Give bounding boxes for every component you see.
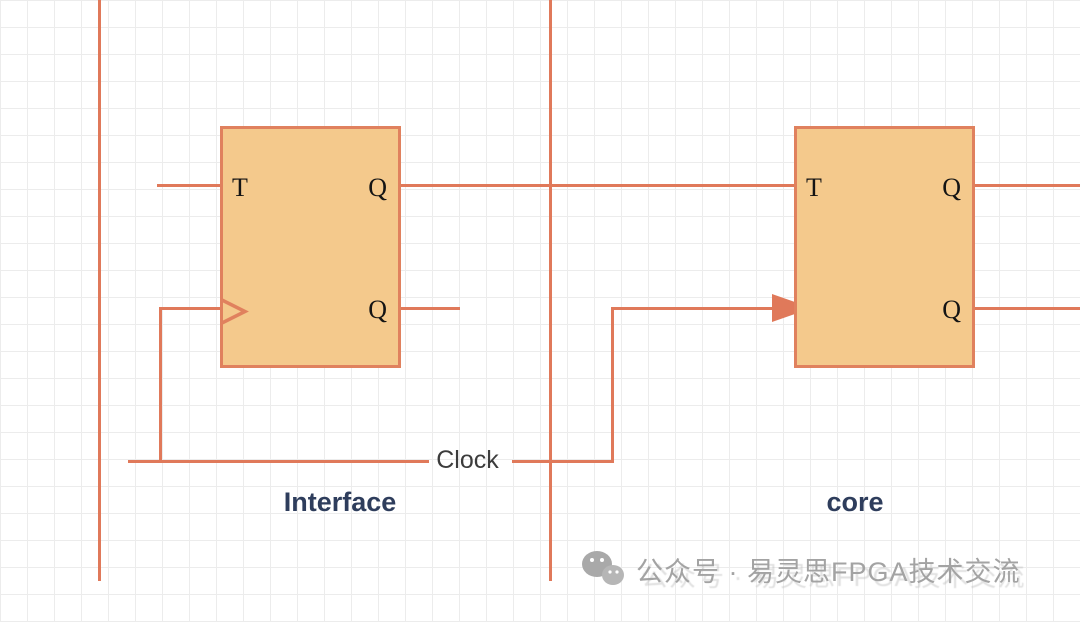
wire-clock-bottom-right-segment [512, 460, 614, 463]
wire-clock-vertical-right [611, 307, 614, 463]
watermark-text: 公众号 · 易灵思FPGA技术交流 [636, 556, 1021, 587]
flipflop-interface: T Q Q [220, 126, 401, 368]
pin-label-q-bottom: Q [942, 295, 961, 324]
wire-clock-into-left-ff [159, 307, 220, 310]
pin-label-t: T [806, 173, 822, 202]
watermark: 公众号 · 易灵思FPGA技术交流 [580, 548, 1021, 590]
clock-input-chevron-icon [221, 298, 249, 325]
pin-label-q-top: Q [368, 173, 387, 202]
wire-t-input-left-ff [157, 184, 220, 187]
pin-label-q-top: Q [942, 173, 961, 202]
wechat-icon [582, 551, 624, 585]
wire-clock-vertical-left [159, 307, 162, 463]
vertical-line-middle [549, 0, 552, 581]
wire-q-output-top-right-ff [975, 184, 1080, 187]
wire-q-output-bottom-right-ff [975, 307, 1080, 310]
flipflop-core: T Q Q [794, 126, 975, 368]
wire-q-left-to-t-right [400, 184, 795, 187]
caption-core: core [826, 487, 884, 517]
wire-clock-into-right-ff [611, 307, 775, 310]
caption-interface: Interface [283, 487, 397, 517]
clock-net-label: Clock [436, 446, 499, 474]
wire-qbar-stub-left-ff [400, 307, 460, 310]
vertical-line-left [98, 0, 101, 581]
pin-label-t: T [232, 173, 248, 202]
pin-label-q-bottom: Q [368, 295, 387, 324]
wire-clock-bottom-left-segment [128, 460, 429, 463]
